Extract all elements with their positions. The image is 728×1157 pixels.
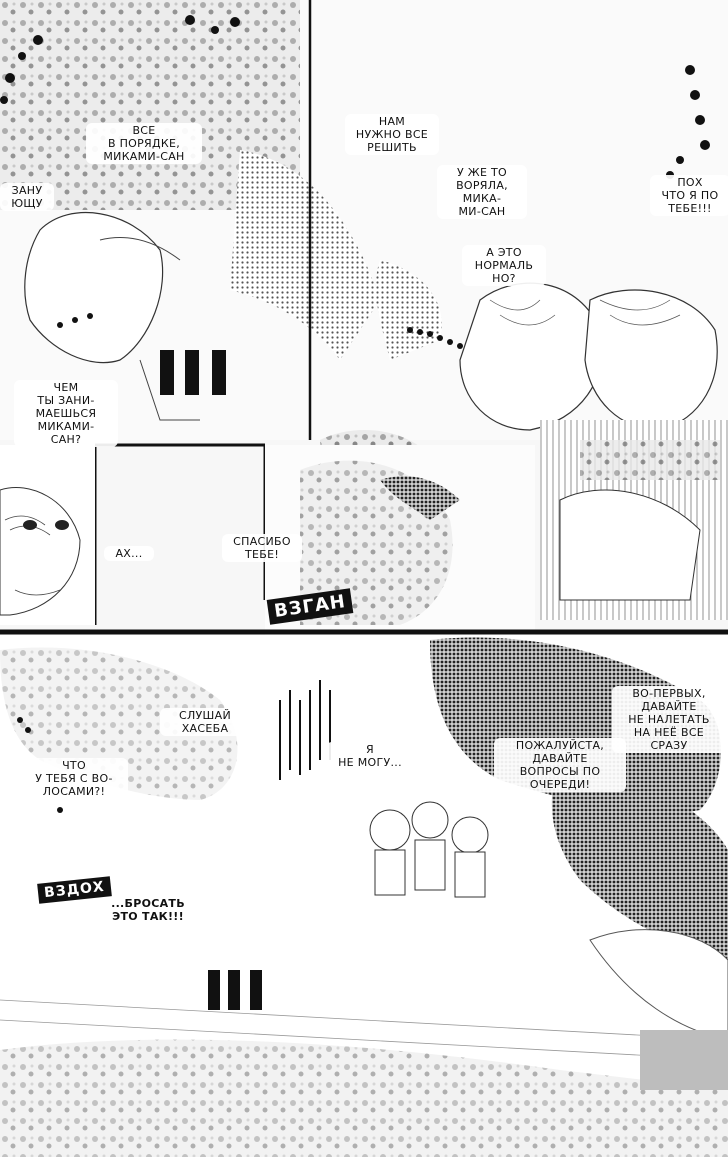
speech-bubble-b3: У ЖЕ ТО ВОРЯЛА, МИКА- МИ-САН: [437, 165, 527, 219]
panel-3-art: [0, 635, 728, 1157]
speech-bubble-b10: СЛУШАЙ ХАСЕБА: [160, 708, 250, 736]
speech-bubble-b15: ...БРОСАТЬ ЭТО ТАК!!!: [98, 896, 198, 924]
speech-bubble-b8: АХ...: [104, 546, 154, 561]
speech-bubble-b11: ЧТО У ТЕБЯ С ВО- ЛОСАМИ?!: [20, 758, 128, 799]
speech-bubble-b12: Я НЕ МОГУ...: [326, 742, 414, 770]
speech-bubble-b2: НАМ НУЖНО ВСЕ РЕШИТЬ: [345, 114, 439, 155]
panel-2-art: [0, 420, 728, 635]
speech-bubble-b7: ЧЕМ ТЫ ЗАНИ- МАЕШЬСЯ МИКАМИ- САН?: [14, 380, 118, 447]
speech-bubble-b13: ПОЖАЛУЙСТА, ДАВАЙТЕ ВОПРОСЫ ПО ОЧЕРЕДИ!: [494, 738, 626, 792]
speech-bubble-b14: ВО-ПЕРВЫХ, ДАВАЙТЕ НЕ НАЛЕТАТЬ НА НЕЁ ВС…: [612, 686, 726, 753]
speech-bubble-b6: ЗАНУ ЮЩУ: [0, 183, 54, 211]
speech-bubble-b4: А ЭТО НОРМАЛЬ НО?: [462, 245, 546, 286]
speech-bubble-b1: ВСЕ В ПОРЯДКЕ, МИКАМИ-САН: [86, 123, 202, 164]
speech-bubble-b9: СПАСИБО ТЕБЕ!: [222, 534, 302, 562]
speech-bubble-b5: ПОХ ЧТО Я ПО ТЕБЕ!!!: [650, 175, 728, 216]
